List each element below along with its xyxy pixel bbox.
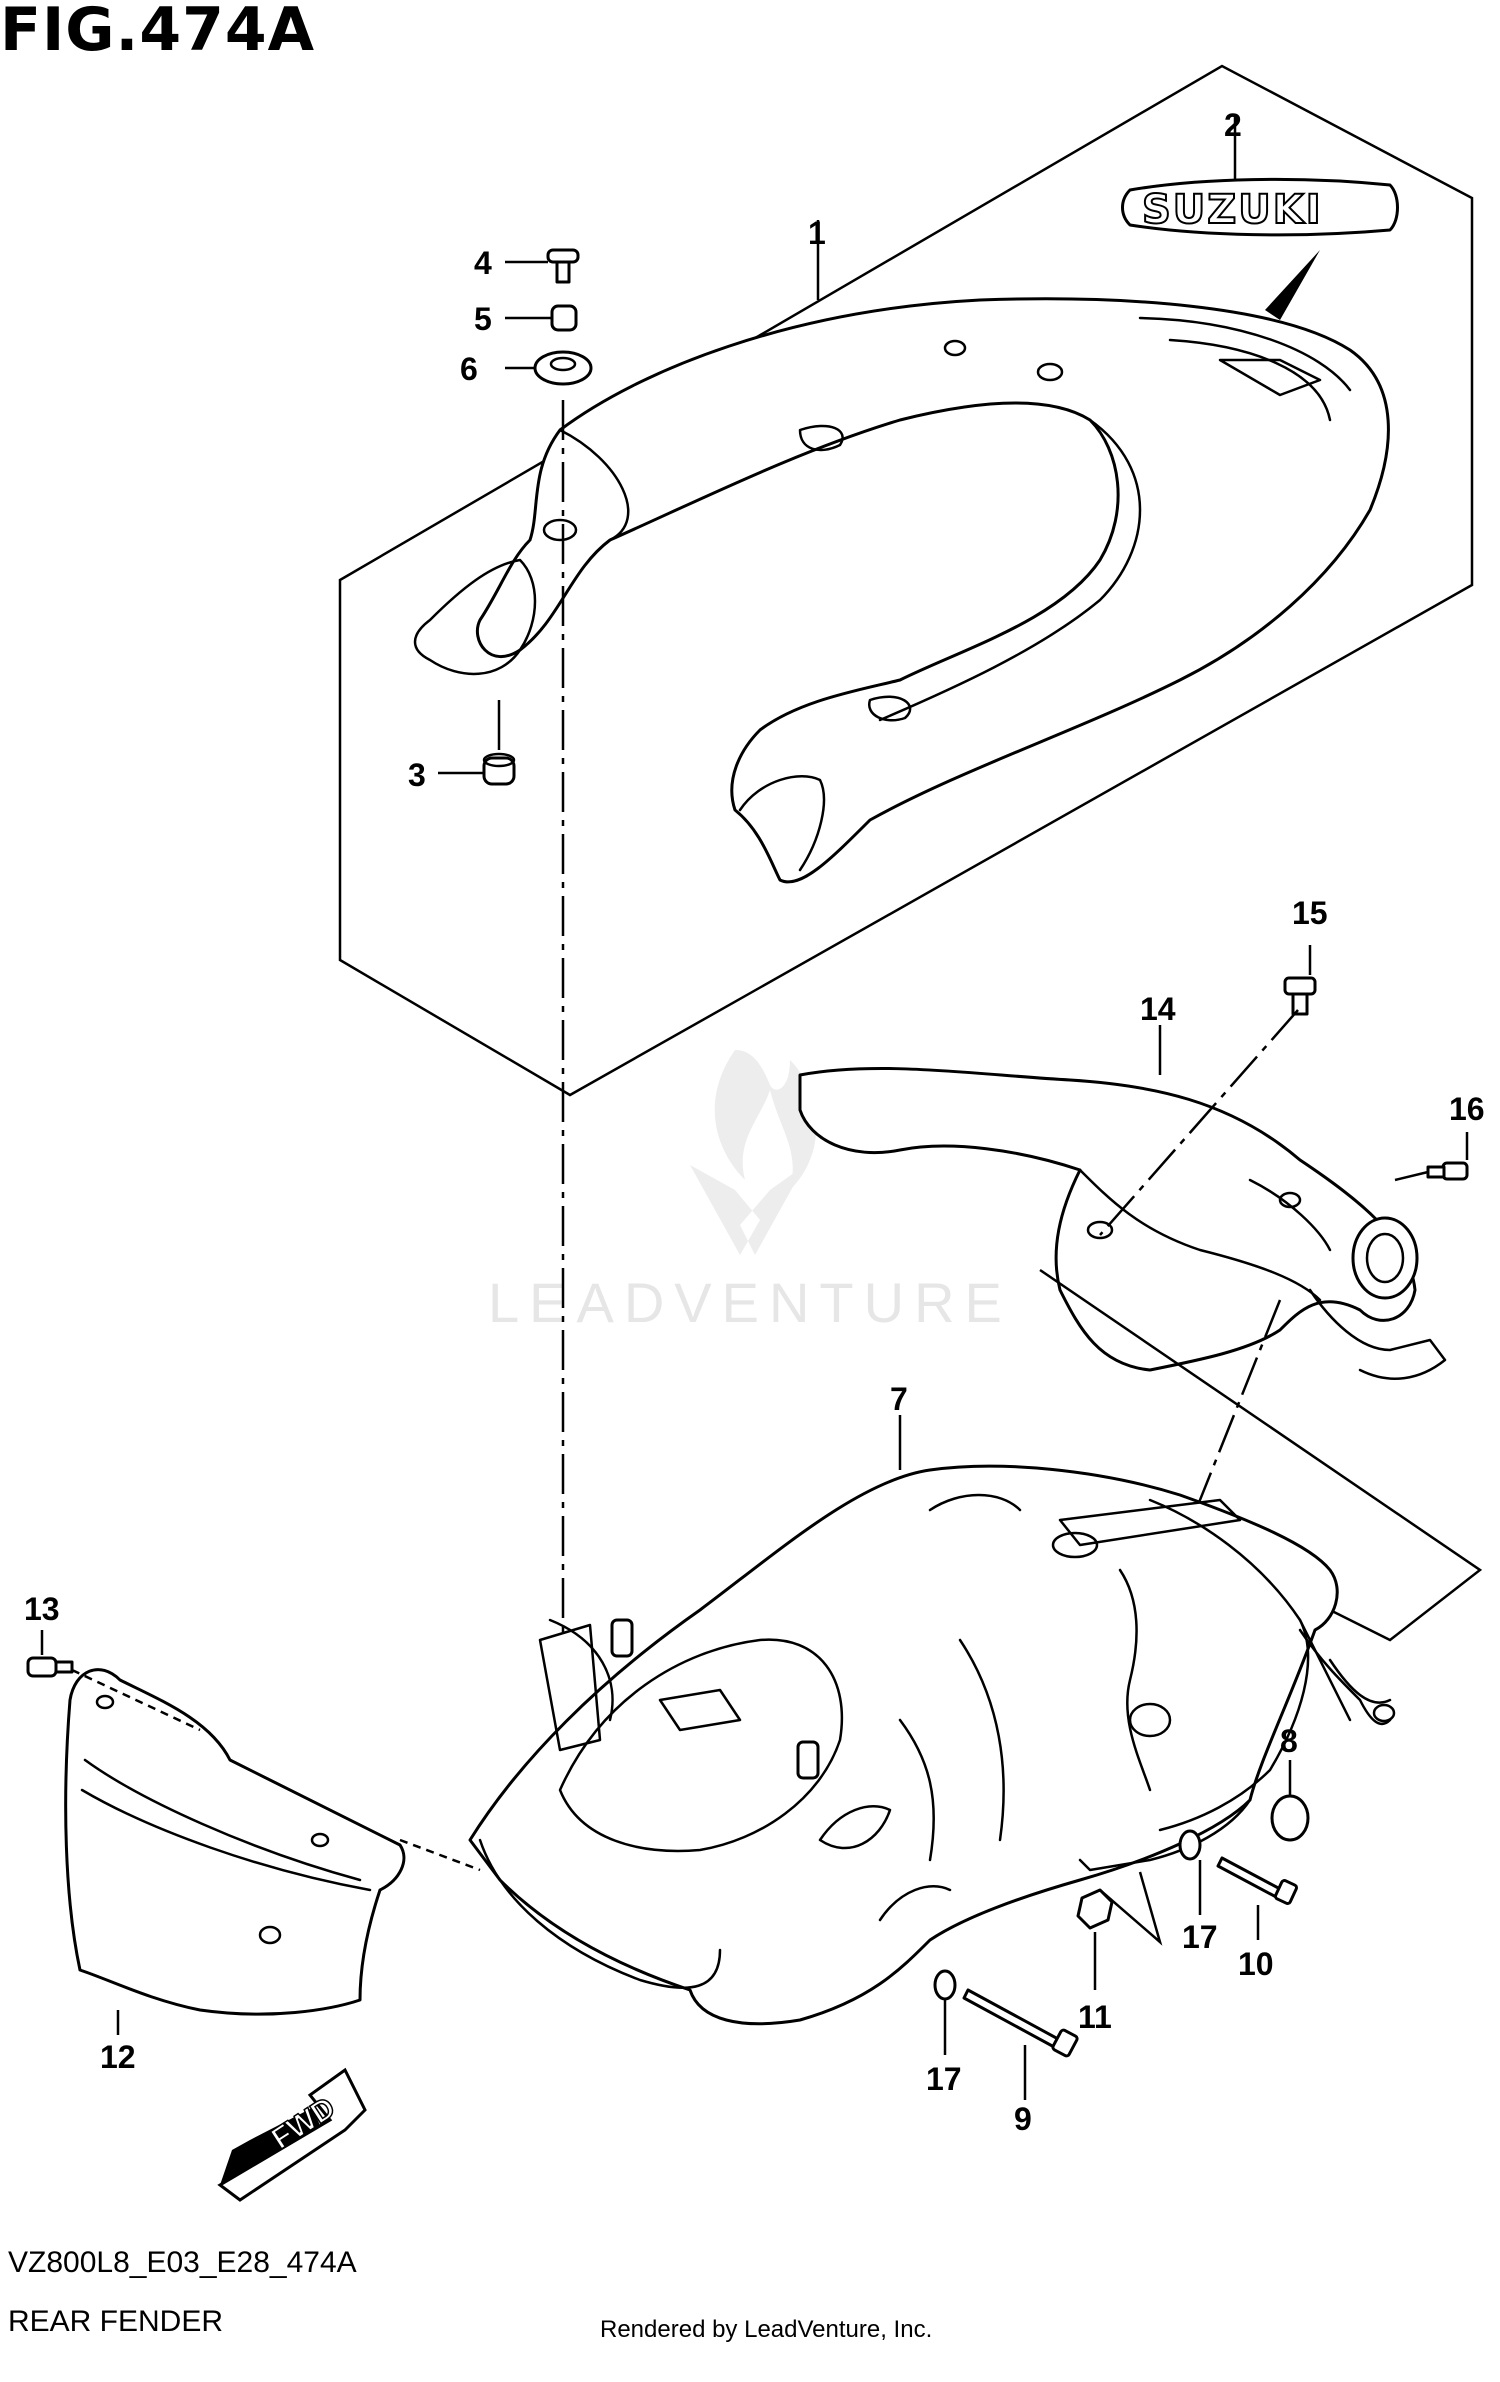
callout-2: 2 xyxy=(1224,107,1242,143)
callout-15: 15 xyxy=(1292,895,1328,931)
figure-code: VZ800L8_E03_E28_474A xyxy=(8,2246,357,2279)
callout-17-lower: 17 xyxy=(926,2061,962,2097)
callout-5: 5 xyxy=(474,301,492,337)
collar-5 xyxy=(550,304,578,332)
figure-title: FIG.474A xyxy=(0,0,316,65)
callout-16: 16 xyxy=(1449,1091,1485,1127)
callout-13: 13 xyxy=(24,1591,60,1627)
bolt-10 xyxy=(1216,1856,1298,1905)
callout-1: 1 xyxy=(808,215,826,251)
seat-tail-cowl xyxy=(413,297,1390,884)
callout-3: 3 xyxy=(408,757,426,793)
callout-7: 7 xyxy=(890,1381,908,1417)
bolt-16 xyxy=(1426,1161,1469,1181)
callout-11: 11 xyxy=(1078,1999,1112,2035)
bolt-9 xyxy=(962,1988,1079,2058)
bolt-15 xyxy=(1283,976,1317,1016)
forward-direction-arrow: FWD xyxy=(217,2067,367,2202)
emblem-lettering: SUZUKI xyxy=(1142,187,1323,233)
cap-nut-8 xyxy=(1270,1794,1310,1842)
side-cover-12 xyxy=(64,1668,406,2016)
callout-12: 12 xyxy=(100,2039,136,2075)
bolt-13 xyxy=(26,1656,74,1678)
leadventure-watermark: LEADVENTURE xyxy=(488,1050,1012,1334)
callout-10: 10 xyxy=(1238,1946,1274,1982)
cushion-3 xyxy=(482,752,516,786)
screw-4 xyxy=(546,248,580,284)
grommet-6 xyxy=(533,350,593,386)
callout-6: 6 xyxy=(460,351,478,387)
washer-17-lower xyxy=(933,1969,957,2001)
figure-name: REAR FENDER xyxy=(8,2305,224,2338)
callout-4: 4 xyxy=(474,245,492,281)
suzuki-emblem: SUZUKI xyxy=(1121,177,1399,320)
callout-9: 9 xyxy=(1014,2101,1032,2137)
callout-8: 8 xyxy=(1280,1723,1298,1759)
callout-14: 14 xyxy=(1140,991,1176,1027)
callout-17-upper: 17 xyxy=(1182,1919,1218,1955)
render-credit: Rendered by LeadVenture, Inc. xyxy=(600,2316,933,2343)
group-outline-cowl xyxy=(338,64,1474,1097)
watermark-text: LEADVENTURE xyxy=(488,1271,1012,1334)
washer-17-upper xyxy=(1178,1829,1202,1861)
rear-fender-7 xyxy=(468,1464,1396,2026)
rear-bracket-14 xyxy=(798,1067,1447,1380)
